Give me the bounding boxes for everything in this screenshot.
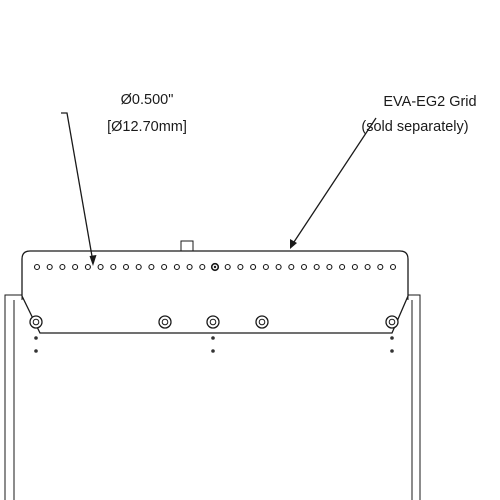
hole-diameter-metric-label: [Ø12.70mm] [107,119,187,135]
grid-hole [377,263,384,271]
grid-hole [351,263,358,271]
grid-hole [122,263,130,271]
grid-hole [148,263,155,271]
grid-hole [300,263,308,271]
grid-hole [186,263,193,271]
bracket-screw [385,315,399,329]
grid-hole [46,263,53,271]
grid-hole [262,263,269,271]
mounting-dot [390,349,394,353]
hole-leader-arrowhead [89,255,97,266]
enclosure-left-wall [4,294,23,500]
grid-hole [250,263,257,271]
mounting-dots [34,336,394,353]
hole-diameter-callout: Ø0.500" [Ø12.70mm] [107,92,187,135]
grid-hole [135,263,142,271]
grid-top-tab [180,240,194,252]
grid-name-label: EVA-EG2 Grid [383,94,476,110]
grid-leader-line [291,117,377,246]
bracket-screw [206,315,220,329]
grid-hole [339,263,346,271]
grid-hole [326,263,333,271]
grid-hole [173,263,180,271]
grid-holes [33,262,397,272]
leader-lines [61,112,377,266]
grid-hole [59,263,66,271]
grid-note-label: (sold separately) [361,119,468,135]
grid-hole [97,263,104,271]
hole-leader-line [61,112,94,263]
bracket-screw [158,315,172,329]
grid-hole-center-dot [213,265,217,269]
grid-hole [288,263,295,271]
mounting-dot [34,349,38,353]
grid-leader-arrowhead [290,239,297,249]
mounting-dot [34,336,38,340]
bracket-screw [29,315,43,329]
grid-hole [161,263,168,271]
bracket-screws [29,315,399,329]
grid-callout: EVA-EG2 Grid (sold separately) [361,94,476,135]
enclosure-right-wall [407,294,421,500]
grid-hole [72,263,79,271]
grid-hole [224,263,231,271]
grid-hole [313,263,320,271]
grid-hole [199,263,206,271]
hole-diameter-imperial-label: Ø0.500" [121,92,174,108]
grid-hole [364,263,371,271]
grid-hole [84,263,91,271]
mounting-dot [390,336,394,340]
bracket-screw [255,315,269,329]
grid-panel [21,250,409,334]
grid-hole [110,263,117,271]
mounting-dot [211,349,215,353]
grid-hole [33,263,41,271]
grid-hole [275,263,282,271]
grid-hole [237,263,244,271]
mounting-dot [211,336,215,340]
grid-hole [389,263,397,271]
